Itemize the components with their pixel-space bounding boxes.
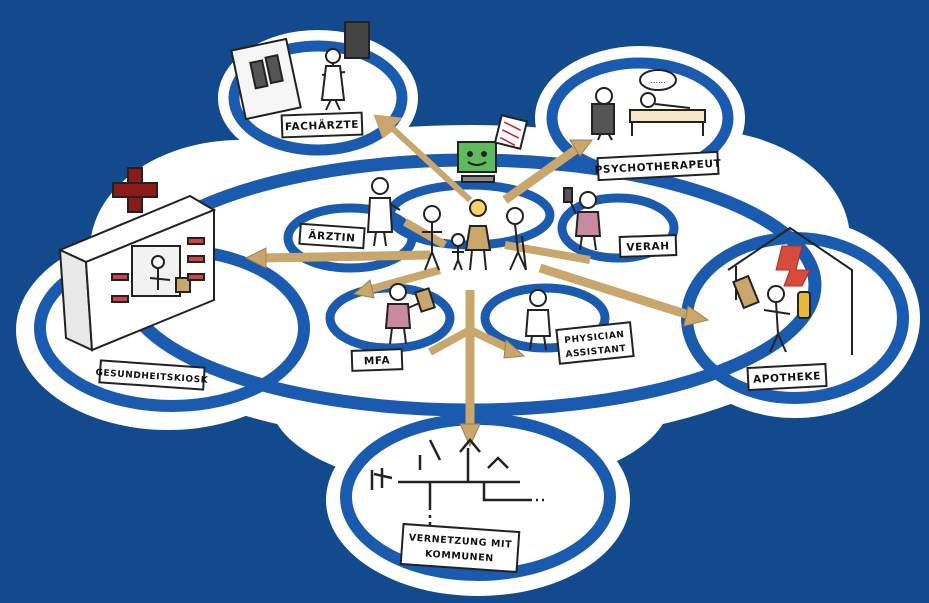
arrowhead-apotheke [683, 305, 710, 327]
arrow-to-aerztin [403, 218, 447, 249]
speech-bubble-text: ...... [650, 76, 665, 85]
aerztin-figure [366, 177, 401, 247]
label-psychotherapeut: PSYCHOTHERAPEUT [594, 150, 722, 182]
arrow-to-psychotherapeut [502, 144, 581, 204]
doctor-figure-head [325, 48, 341, 64]
mfa-figure [384, 283, 437, 345]
arrow-to-gesundheitskiosk [261, 250, 431, 263]
computer-icon [457, 114, 529, 183]
apotheke-scene [727, 226, 853, 355]
therapist-chair-icon [591, 103, 615, 135]
svg-text:APOTHEKE: APOTHEKE [753, 370, 822, 386]
therapy-couch-icon [629, 109, 706, 123]
svg-text:ÄRZTIN: ÄRZTIN [308, 227, 356, 244]
pharmacy-house-outline [727, 226, 853, 355]
svg-text:MFA: MFA [364, 355, 391, 368]
arrow-to-fachaerzte [373, 114, 473, 203]
arrow-to-apotheke [538, 263, 694, 321]
connection-arrows [244, 114, 710, 448]
xray-image-icon [344, 21, 370, 59]
label-gesundheitskiosk: GESUNDHEITSKIOSK [95, 359, 209, 391]
arrowhead-kommunen [459, 423, 481, 448]
psychotherapeut-scene: ...... [591, 69, 706, 141]
label-verah: VERAH [618, 233, 678, 259]
label-apotheke: APOTHEKE [746, 362, 828, 392]
label-vernetzung-kommunen: VERNETZUNG MIT KOMMUNEN [399, 522, 521, 574]
arrowhead-psychotherapeut [569, 139, 593, 157]
therapist-head [595, 87, 613, 105]
label-physician-assistant: PHYSICIAN ASSISTANT [555, 321, 635, 365]
patient-head [640, 92, 656, 108]
arrowhead-physician-assistant [503, 338, 526, 359]
speech-bubble [639, 69, 677, 91]
arrowhead-gesundheitskiosk [244, 247, 267, 269]
arrow-to-mfa [366, 266, 442, 294]
pharmacy-symbol-icon [775, 245, 811, 287]
label-mfa: MFA [350, 348, 404, 372]
svg-text:VERAH: VERAH [626, 240, 670, 254]
fachaerzte-scene [230, 21, 370, 121]
svg-text:FACHÄRZTE: FACHÄRZTE [285, 117, 360, 134]
arrow-to-verah [504, 241, 591, 264]
verah-figure [563, 187, 602, 251]
red-cross-icon [112, 167, 158, 213]
calendar-icon [493, 114, 529, 150]
gesundheitskiosk-scene [57, 167, 217, 352]
house-icon-1 [459, 438, 481, 453]
label-fachaerzte: FACHÄRZTE [280, 111, 364, 139]
label-aerztin: ÄRZTIN [298, 222, 366, 250]
clipboard-icon [413, 287, 437, 313]
svg-text:KOMMUNEN: KOMMUNEN [425, 549, 494, 565]
physician-assistant-figure [524, 289, 552, 351]
patient-family [422, 199, 527, 271]
house-icon-2 [487, 456, 509, 469]
arrowhead-mfa [352, 279, 375, 299]
medicine-bottle-icon [797, 291, 811, 319]
medicine-box-icon [732, 274, 760, 310]
